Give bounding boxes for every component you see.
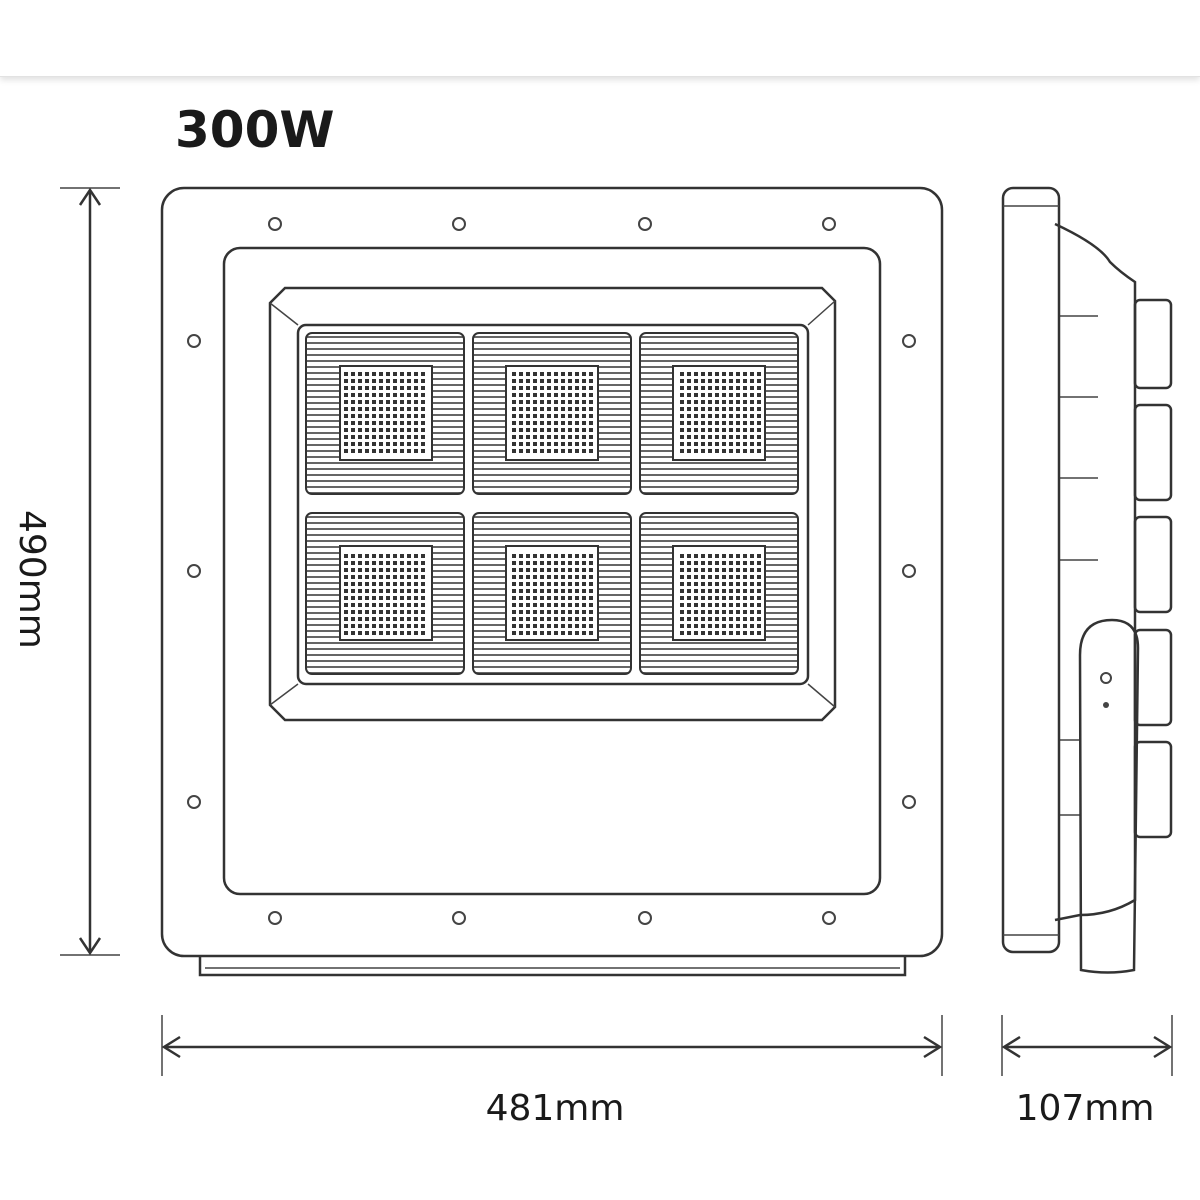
- depth-label: 107mm: [1016, 1088, 1155, 1129]
- led-module: [305, 332, 465, 495]
- led-module: [305, 512, 465, 675]
- led-module: [639, 512, 799, 675]
- front-view: [160, 186, 944, 977]
- led-module: [639, 332, 799, 495]
- width-label: 481mm: [486, 1088, 625, 1129]
- led-module: [472, 332, 632, 495]
- power-title: 300W: [175, 101, 335, 159]
- lens-bezel: [268, 286, 837, 722]
- housing-outline: [160, 186, 944, 958]
- height-label: 490mm: [11, 510, 52, 649]
- width-dimension: 481mm: [161, 1015, 943, 1129]
- screw-holes: [187, 217, 916, 925]
- height-dimension: 490mm: [11, 187, 120, 956]
- lens-window: [296, 323, 810, 686]
- inner-frame: [222, 246, 882, 896]
- side-view: [1001, 186, 1173, 974]
- top-bar: [0, 0, 1200, 77]
- led-module: [472, 512, 632, 675]
- depth-dimension: 107mm: [1001, 1015, 1173, 1129]
